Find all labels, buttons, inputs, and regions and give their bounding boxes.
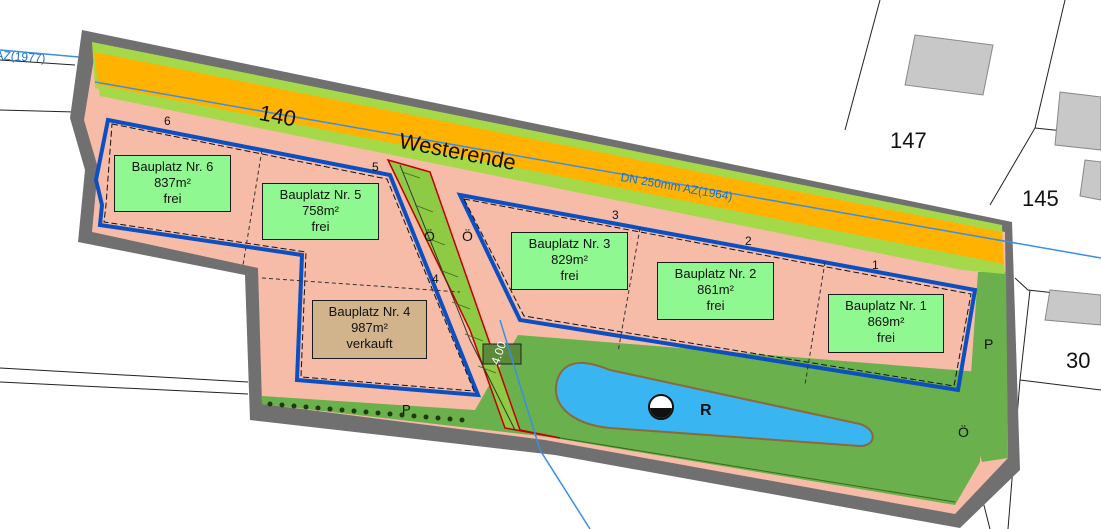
pond-marker: R [700,402,712,419]
plot-1-status: frei [876,330,896,345]
plot-4-status: verkauft [346,336,393,351]
plot-6-area: 837m² [154,175,191,190]
plot-3-title: Bauplatz Nr. 3 [528,236,611,251]
parking-marker-bottom: P [402,402,411,417]
lot-number-1: 1 [872,258,879,272]
green-marker-right: Ö [958,424,969,440]
plot-1-box[interactable]: Bauplatz Nr. 1 869m² frei [828,294,944,353]
footpath-paving [401,171,497,374]
plot-5-title: Bauplatz Nr. 5 [279,187,362,202]
plot-6-title: Bauplatz Nr. 6 [131,159,214,174]
parking-marker-right: P [984,336,994,352]
plot-3-box[interactable]: Bauplatz Nr. 3 829m² frei [511,232,628,290]
pipe-branch [499,319,591,529]
green-marker-path-right: Ö [462,228,473,244]
building-envelope-left [93,117,482,398]
lot-number-2: 2 [745,234,752,248]
road-verge-bottom [98,85,1005,274]
plot-2-area: 861m² [697,282,734,297]
green-marker-path-left: Ö [424,228,435,244]
plot-4-area: 987m² [351,320,388,335]
lot-number-3: 3 [612,208,619,222]
lot-number-4: 4 [432,272,439,286]
plot-3-area: 829m² [551,252,588,267]
plot-6-box[interactable]: Bauplatz Nr. 6 837m² frei [114,155,231,212]
building-envelope-right-inner [463,198,972,387]
plot-4-box[interactable]: Bauplatz Nr. 4 987m² verkauft [312,300,427,359]
pipe-label-upper: AZ(1977) [0,48,46,66]
plot-1-title: Bauplatz Nr. 1 [845,298,927,313]
green-area-right [968,272,1008,462]
plot-5-box[interactable]: Bauplatz Nr. 5 758m² frei [262,183,379,240]
road [94,52,1004,264]
lot-number-6: 6 [164,114,171,128]
plot-5-status: frei [311,219,330,234]
building-envelope-left-inner [103,123,475,392]
plot-2-box[interactable]: Bauplatz Nr. 2 861m² frei [657,262,774,320]
plot-5-area: 758m² [302,203,339,218]
pipe-upper [0,49,91,59]
plot-3-status: frei [560,268,579,283]
neighbour-buildings [904,34,1101,326]
hedge-row [267,401,465,423]
lot-number-5: 5 [372,160,379,174]
retention-pond [554,362,874,448]
pipe-main [94,81,1101,259]
house-number-145: 145 [1022,186,1059,211]
plot-4-title: Bauplatz Nr. 4 [328,304,411,319]
hedge-line [559,437,956,503]
plot-2-status: frei [706,298,725,313]
pond-symbol-icon [648,394,674,420]
building-envelope-right [456,192,978,393]
house-number-147: 147 [890,128,927,153]
footpath-edge [399,164,516,431]
plot-1-area: 869m² [867,314,905,329]
plot-2-title: Bauplatz Nr. 2 [674,266,757,281]
plot-6-status: frei [163,191,182,206]
plot-divisions [242,149,826,386]
house-number-30: 30 [1066,348,1091,373]
